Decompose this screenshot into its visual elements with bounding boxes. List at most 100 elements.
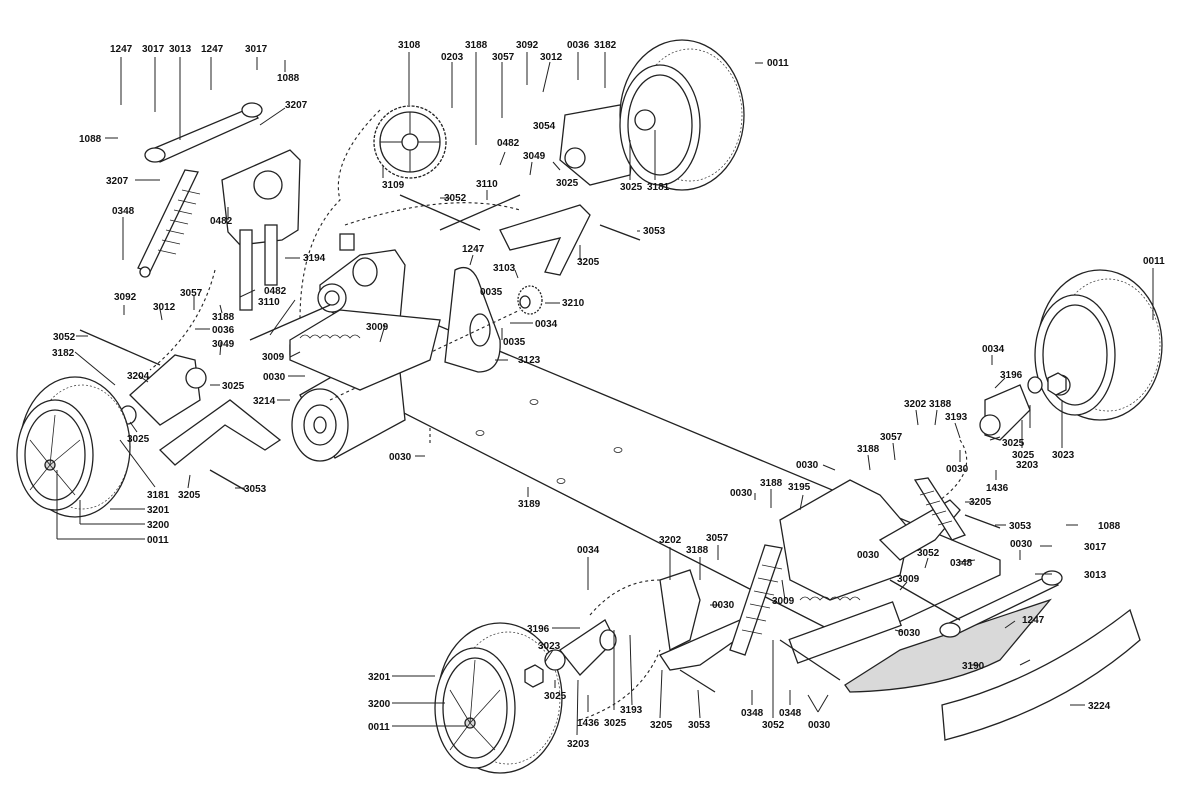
- callout-label: 3054: [533, 121, 556, 132]
- assembly-guide-lines: [149, 109, 968, 721]
- pinion-gear: [517, 285, 543, 315]
- callout-label: 3196: [1000, 370, 1023, 381]
- callout-label: 0030: [389, 452, 412, 463]
- callout-label: 0030: [857, 550, 880, 561]
- callout-label: 3188: [465, 40, 488, 51]
- callout-label: 3201: [147, 505, 170, 516]
- callout-label: 0030: [1010, 539, 1033, 550]
- callout-label: 3009: [366, 322, 389, 333]
- callout-label: 3052: [762, 720, 785, 731]
- front-right-hub-carrier: [979, 372, 1067, 441]
- callout-label: 3009: [262, 352, 285, 363]
- callout-label: 3203: [1016, 460, 1039, 471]
- callout-label: 1247: [110, 44, 133, 55]
- callout-label: 3203: [567, 739, 590, 750]
- callout-label: 1247: [462, 244, 485, 255]
- callout-label: 3195: [788, 482, 811, 493]
- callout-label: 3201: [368, 672, 391, 683]
- callout-label: 0011: [368, 722, 390, 733]
- callout-label: 3013: [1084, 570, 1107, 581]
- callout-label: 3110: [476, 179, 498, 190]
- callout-label: 3200: [368, 699, 391, 710]
- motor-plate: [329, 266, 521, 401]
- callout-label: 0030: [946, 464, 969, 475]
- callout-label: 1088: [277, 73, 300, 84]
- callout-label: 3188: [857, 444, 880, 455]
- wheel-front-right: [1034, 269, 1163, 421]
- callout-label: 0482: [210, 216, 233, 227]
- callout-label: 3224: [1088, 701, 1111, 712]
- callout-label: 0034: [535, 319, 558, 330]
- callout-label: 3188: [212, 312, 235, 323]
- callout-label: 3205: [577, 257, 600, 268]
- callout-label: 3025: [544, 691, 567, 702]
- spur-gear: [373, 105, 447, 179]
- callout-label: 3196: [527, 624, 550, 635]
- callout-label: 3017: [142, 44, 165, 55]
- callout-label: 3210: [562, 298, 585, 309]
- callout-label: 3108: [398, 40, 421, 51]
- rear-left-hub-carrier: [119, 354, 207, 426]
- callout-label: 0035: [503, 337, 526, 348]
- callout-label: 3202: [904, 399, 927, 410]
- callout-label: 0011: [1143, 256, 1165, 267]
- leader-lines: [56, 52, 1154, 736]
- callout-label: 3053: [643, 226, 666, 237]
- callout-label: 0034: [577, 545, 600, 556]
- callout-label: 0203: [441, 52, 464, 63]
- callout-label: 0348: [779, 708, 802, 719]
- callout-label: 3181: [647, 182, 670, 193]
- bumper-plate: [844, 598, 1052, 693]
- center-drivetrain: [289, 309, 441, 391]
- rear-bulkhead: [221, 149, 301, 311]
- front-left-hub-carrier: [524, 619, 617, 688]
- callout-label: 0030: [808, 720, 831, 731]
- callout-label: 3025: [1012, 450, 1035, 461]
- callout-label: 3200: [147, 520, 170, 531]
- rear-turnbuckle-link: [144, 102, 263, 163]
- callout-label: 0030: [712, 600, 735, 611]
- callout-label: 0348: [112, 206, 135, 217]
- callout-label: 3205: [178, 490, 201, 501]
- rear-left-shock: [137, 169, 201, 278]
- callout-label: 3009: [772, 596, 795, 607]
- callout-label: 3194: [303, 253, 326, 264]
- callout-label: 0482: [497, 138, 520, 149]
- callout-label: 3012: [153, 302, 176, 313]
- callout-label: 3023: [1052, 450, 1075, 461]
- callout-label: 3092: [516, 40, 539, 51]
- rear-right-arm: [499, 204, 591, 276]
- callout-label: 0036: [212, 325, 235, 336]
- callout-label: 3012: [540, 52, 563, 63]
- callout-label: 3092: [114, 292, 137, 303]
- callout-label: 0035: [480, 287, 503, 298]
- callout-label: 3214: [253, 396, 276, 407]
- callout-label: 3109: [382, 180, 405, 191]
- callout-label: 3025: [604, 718, 627, 729]
- callout-label: 3053: [1009, 521, 1032, 532]
- callout-labels: 1247 3017 3013 1247 3017 1088 3207 1088 …: [52, 40, 1165, 750]
- callout-label: 3188: [686, 545, 709, 556]
- callout-label: 0030: [730, 488, 753, 499]
- callout-label: 3182: [52, 348, 75, 359]
- callout-label: 3025: [556, 178, 579, 189]
- callout-label: 3188: [929, 399, 952, 410]
- callout-label: 3025: [222, 381, 245, 392]
- callout-label: 1247: [201, 44, 224, 55]
- callout-label: 3049: [212, 339, 235, 350]
- callout-label: 3017: [1084, 542, 1107, 553]
- callout-label: 3057: [492, 52, 515, 63]
- callout-label: 0036: [567, 40, 590, 51]
- callout-label: 3023: [538, 641, 561, 652]
- callout-label: 3202: [659, 535, 682, 546]
- callout-label: 0030: [263, 372, 286, 383]
- callout-label: 3204: [127, 371, 150, 382]
- callout-label: 3207: [106, 176, 129, 187]
- callout-label: 3053: [244, 484, 267, 495]
- callout-label: 3123: [518, 355, 541, 366]
- callout-label: 3205: [650, 720, 673, 731]
- shafts: [79, 194, 1001, 693]
- callout-label: 3189: [518, 499, 541, 510]
- callout-label: 3207: [285, 100, 308, 111]
